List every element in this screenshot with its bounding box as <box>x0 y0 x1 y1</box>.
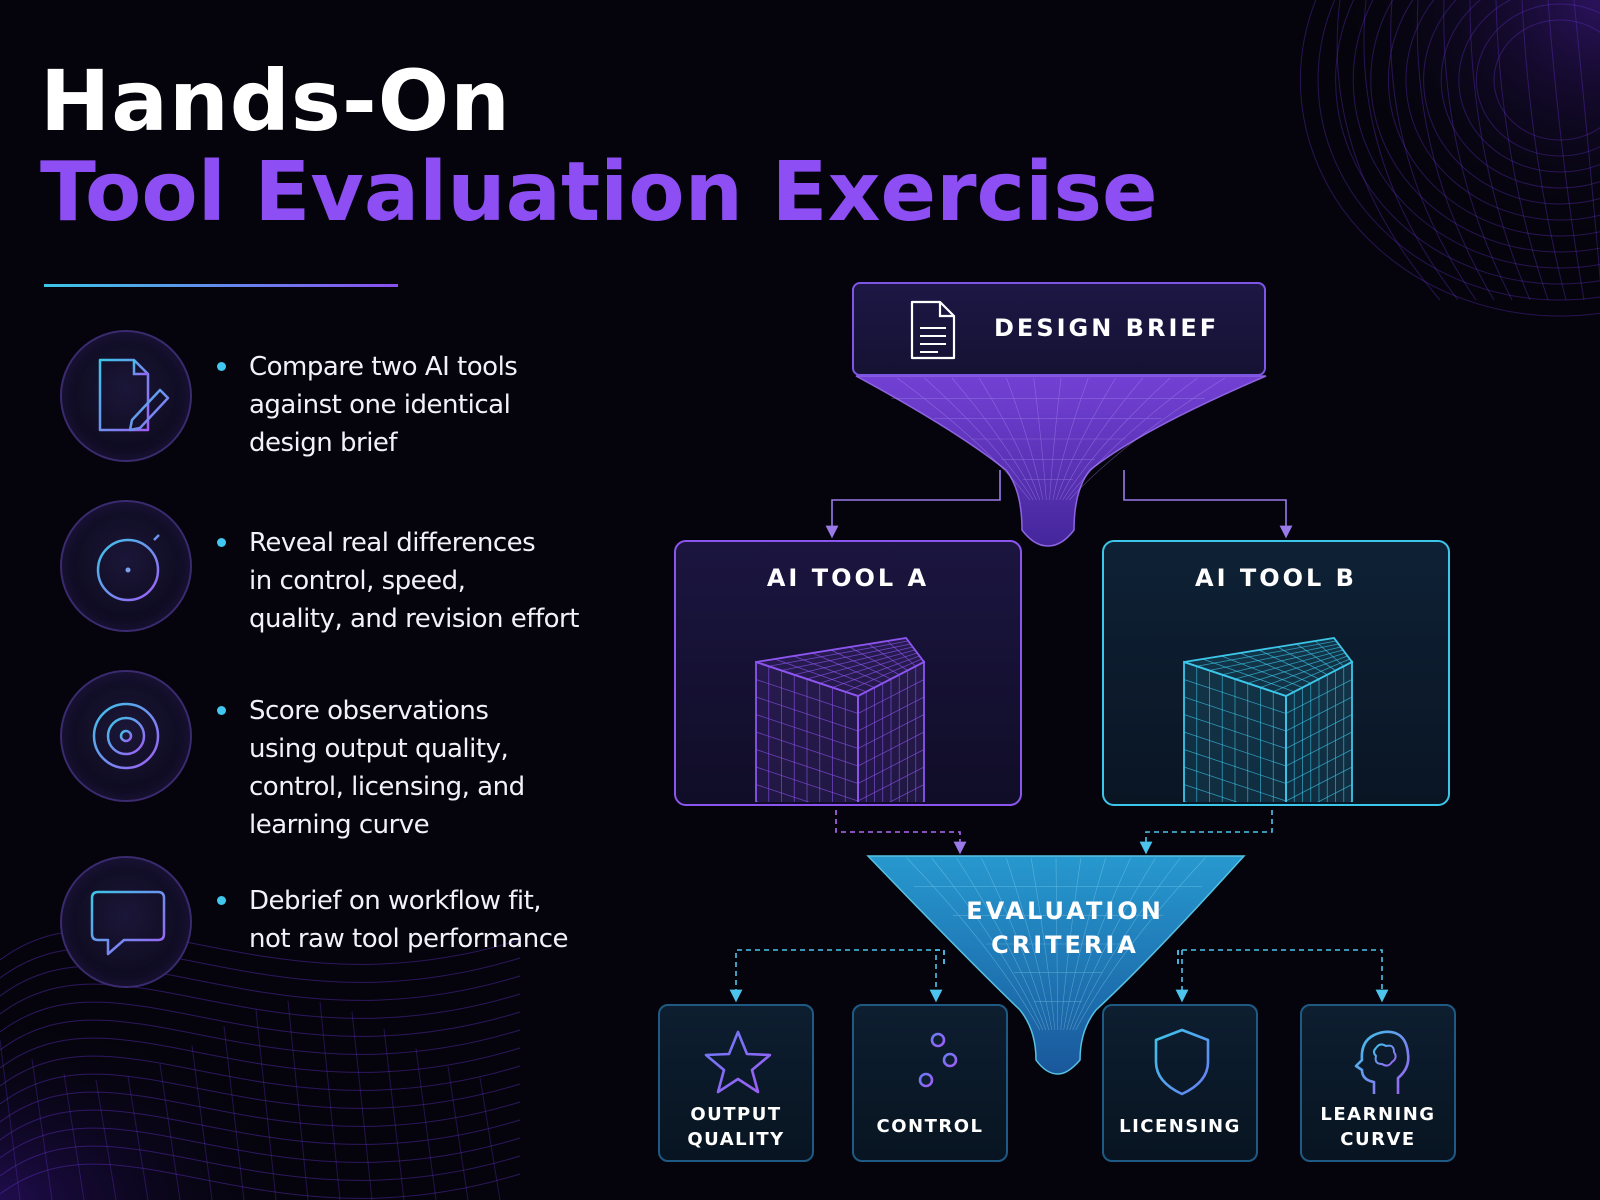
document-pencil-icon <box>60 330 192 462</box>
evaluation-criteria-funnel <box>866 855 1246 1075</box>
top-right-wireframe-sphere <box>1299 0 1600 317</box>
ai-tool-a-box: AI TOOL A <box>674 540 1022 806</box>
sliders-icon <box>902 1032 962 1088</box>
page-title-line1: Hands-On <box>40 52 511 150</box>
design-brief-box: DESIGN BRIEF <box>852 282 1266 376</box>
ai-tool-b-label: AI TOOL B <box>1195 564 1357 592</box>
brain-head-icon <box>1354 1030 1410 1094</box>
star-icon <box>704 1030 772 1094</box>
criteria-licensing: LICENSING <box>1102 1004 1258 1162</box>
page-title-line2: Tool Evaluation Exercise <box>40 145 1158 240</box>
connector-to-learning-curve <box>1177 949 1389 1003</box>
tool-a-cube-graphic <box>755 637 926 802</box>
bullet-dot <box>217 362 226 371</box>
design-brief-label: DESIGN BRIEF <box>994 314 1220 342</box>
connector-tool-b-to-criteria <box>1139 810 1273 855</box>
chat-bubble-icon <box>60 856 192 988</box>
bullet-text-4: Debrief on workflow fit,not raw tool per… <box>249 886 569 954</box>
connector-to-tool-b <box>1123 470 1293 539</box>
criteria-control: CONTROL <box>852 1004 1008 1162</box>
stopwatch-icon <box>60 500 192 632</box>
criteria-label: CONTROL <box>876 1116 984 1137</box>
criteria-label: LICENSING <box>1119 1116 1241 1137</box>
bullet-dot <box>217 896 226 905</box>
title-underline <box>44 284 398 287</box>
connector-to-control <box>929 949 945 1003</box>
target-icon <box>60 670 192 802</box>
connector-to-tool-a <box>825 470 1001 539</box>
bottom-left-wireframe-wave <box>0 929 521 1200</box>
connector-to-licensing <box>1175 949 1189 1003</box>
ai-tool-a-label: AI TOOL A <box>766 564 930 592</box>
shield-icon <box>1154 1028 1210 1096</box>
document-icon <box>910 300 956 360</box>
bullet-dot <box>217 538 226 547</box>
connector-tool-a-to-criteria <box>835 810 967 855</box>
design-brief-funnel <box>855 375 1267 547</box>
ai-tool-b-box: AI TOOL B <box>1102 540 1450 806</box>
tool-b-cube-graphic <box>1183 637 1354 802</box>
connector-to-output-quality <box>729 949 945 1003</box>
bullet-dot <box>217 706 226 715</box>
